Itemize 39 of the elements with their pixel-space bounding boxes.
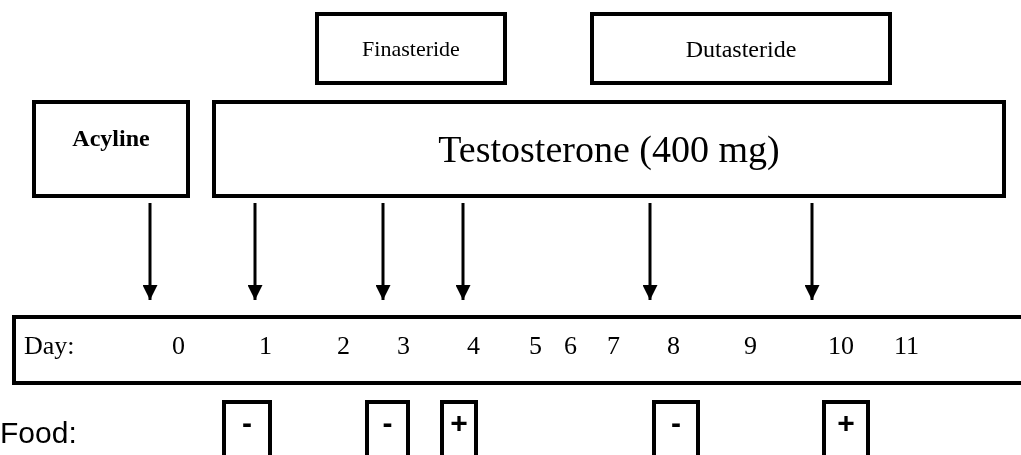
food-box: [365, 400, 410, 455]
day-number: 6: [564, 333, 577, 359]
day-number: 2: [337, 333, 350, 359]
day-number: 11: [894, 333, 920, 359]
drug-box: [32, 100, 190, 198]
arrow: [455, 203, 471, 300]
food-sign: -: [382, 408, 393, 438]
food-sign: -: [242, 408, 252, 438]
drug-box: [315, 12, 507, 85]
food-box: [222, 400, 272, 455]
drug-box: [212, 100, 1006, 198]
day-number: 5: [529, 333, 542, 359]
food-sign: -: [671, 408, 681, 438]
day-number: 9: [744, 333, 757, 359]
day-number: 7: [607, 333, 620, 359]
food-box: [652, 400, 700, 455]
food-box: [822, 400, 870, 455]
food-sign: +: [450, 408, 468, 438]
drug-label: Finasteride: [362, 35, 460, 63]
food-box: [440, 400, 478, 455]
food-sign: +: [837, 408, 855, 438]
day-number: 10: [828, 333, 854, 359]
arrow: [142, 203, 158, 300]
day-number: 4: [467, 333, 480, 359]
timeline-bar: [12, 315, 1021, 385]
arrow: [375, 203, 391, 300]
arrow: [642, 203, 658, 300]
axis-label: Day:: [24, 333, 75, 359]
day-number: 8: [667, 333, 680, 359]
drug-label: Testosterone (400 mg): [438, 126, 780, 172]
row-label: Food:: [0, 418, 77, 448]
drug-label: Acyline: [72, 124, 150, 153]
day-number: 3: [397, 333, 410, 359]
drug-label: Dutasteride: [685, 34, 797, 64]
day-number: 0: [172, 333, 185, 359]
arrow: [804, 203, 820, 300]
arrow: [247, 203, 263, 300]
day-number: 1: [259, 333, 272, 359]
drug-box: [590, 12, 892, 85]
